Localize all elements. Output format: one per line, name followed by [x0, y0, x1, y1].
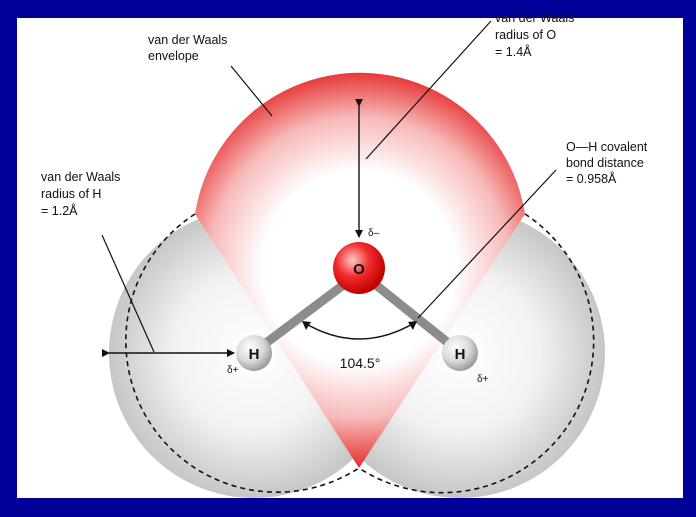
bond-distance-leader-line — [417, 169, 557, 319]
envelope-label-line-2: envelope — [148, 49, 199, 63]
hydrogen-left-partial-charge: δ+ — [227, 365, 239, 376]
bond-angle-value: 104.5° — [340, 355, 381, 371]
bond-angle-arc — [302, 321, 417, 340]
hydrogen-left-dashed-boundary — [125, 213, 360, 493]
hydrogen-radius-leader-line — [101, 234, 155, 353]
hydrogen-symbol-left: H — [249, 346, 260, 363]
hydrogen-radius-label: van der Waals radius of H = 1.2Å — [41, 170, 124, 218]
hydrogen-right-dashed-boundary — [358, 213, 595, 494]
envelope-leader-line — [230, 65, 273, 117]
oxygen-atom — [333, 242, 385, 294]
hydrogen-atom-right — [442, 335, 478, 371]
oh-bond-right — [361, 272, 457, 351]
oxygen-radius-label-line-2: radius of O — [495, 28, 556, 42]
bond-angle-arrowhead-right — [408, 321, 417, 330]
oxygen-radius-label: van der Waals radius of O = 1.4Å — [495, 11, 578, 59]
oxygen-partial-charge: δ– — [368, 228, 380, 239]
oxygen-radius-leader-line — [365, 20, 492, 160]
envelope-label: van der Waals envelope — [148, 33, 231, 63]
bond-distance-label-line-3: = 0.958Å — [566, 171, 617, 186]
oh-bond-left — [257, 272, 359, 351]
hydrogen-radius-label-line-3: = 1.2Å — [41, 203, 78, 218]
hydrogen-radius-label-line-1: van der Waals — [41, 170, 120, 184]
envelope-label-line-1: van der Waals — [148, 33, 227, 47]
hydrogen-radius-label-line-2: radius of H — [41, 187, 101, 201]
oxygen-radius-label-line-3: = 1.4Å — [495, 44, 532, 59]
hydrogen-atom-left — [236, 335, 272, 371]
oxygen-symbol: O — [353, 261, 365, 278]
hydrogen-symbol-right: H — [455, 346, 466, 363]
bond-distance-label-line-1: O—H covalent — [566, 140, 648, 154]
bond-distance-label-line-2: bond distance — [566, 156, 644, 170]
hydrogen-right-partial-charge: δ+ — [477, 374, 489, 385]
oxygen-radius-label-line-1: van der Waals — [495, 11, 574, 25]
bond-distance-label: O—H covalent bond distance = 0.958Å — [566, 140, 651, 186]
bond-angle-arrowhead-left — [302, 321, 311, 330]
